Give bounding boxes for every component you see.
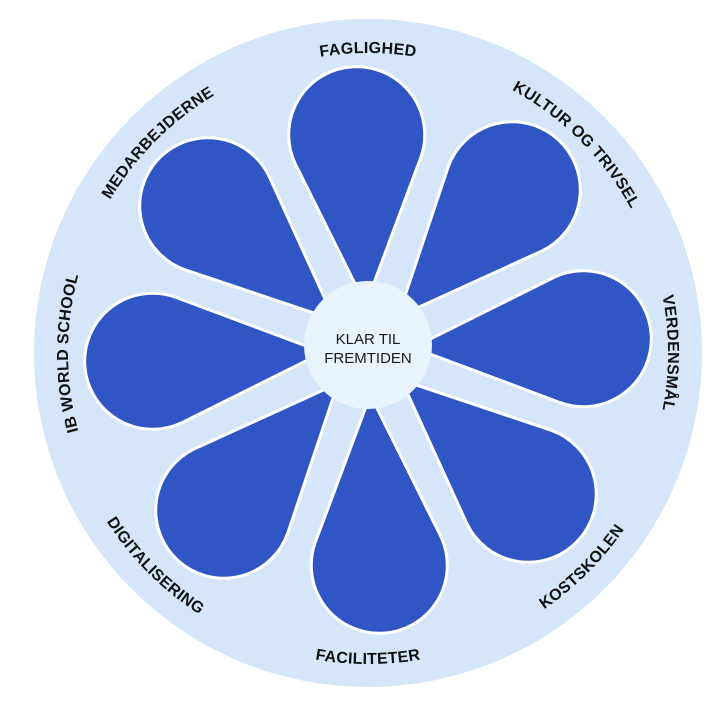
petal <box>399 378 598 564</box>
petal <box>309 393 449 635</box>
label-faciliteter: FACILITETER <box>314 647 421 668</box>
petal <box>287 65 427 307</box>
label-verdensmal: VERDENSMÅL <box>659 294 681 413</box>
center-title: KLAR TIL <box>336 331 401 348</box>
petal <box>396 120 582 319</box>
center-circle <box>304 281 432 409</box>
petal <box>154 381 340 580</box>
label-faglighed: FAGLIGHED <box>318 40 417 61</box>
petals <box>83 65 653 635</box>
petal <box>83 291 325 431</box>
center-subtitle: FREMTIDEN <box>324 350 412 367</box>
petal <box>138 136 337 322</box>
petal <box>411 269 653 409</box>
